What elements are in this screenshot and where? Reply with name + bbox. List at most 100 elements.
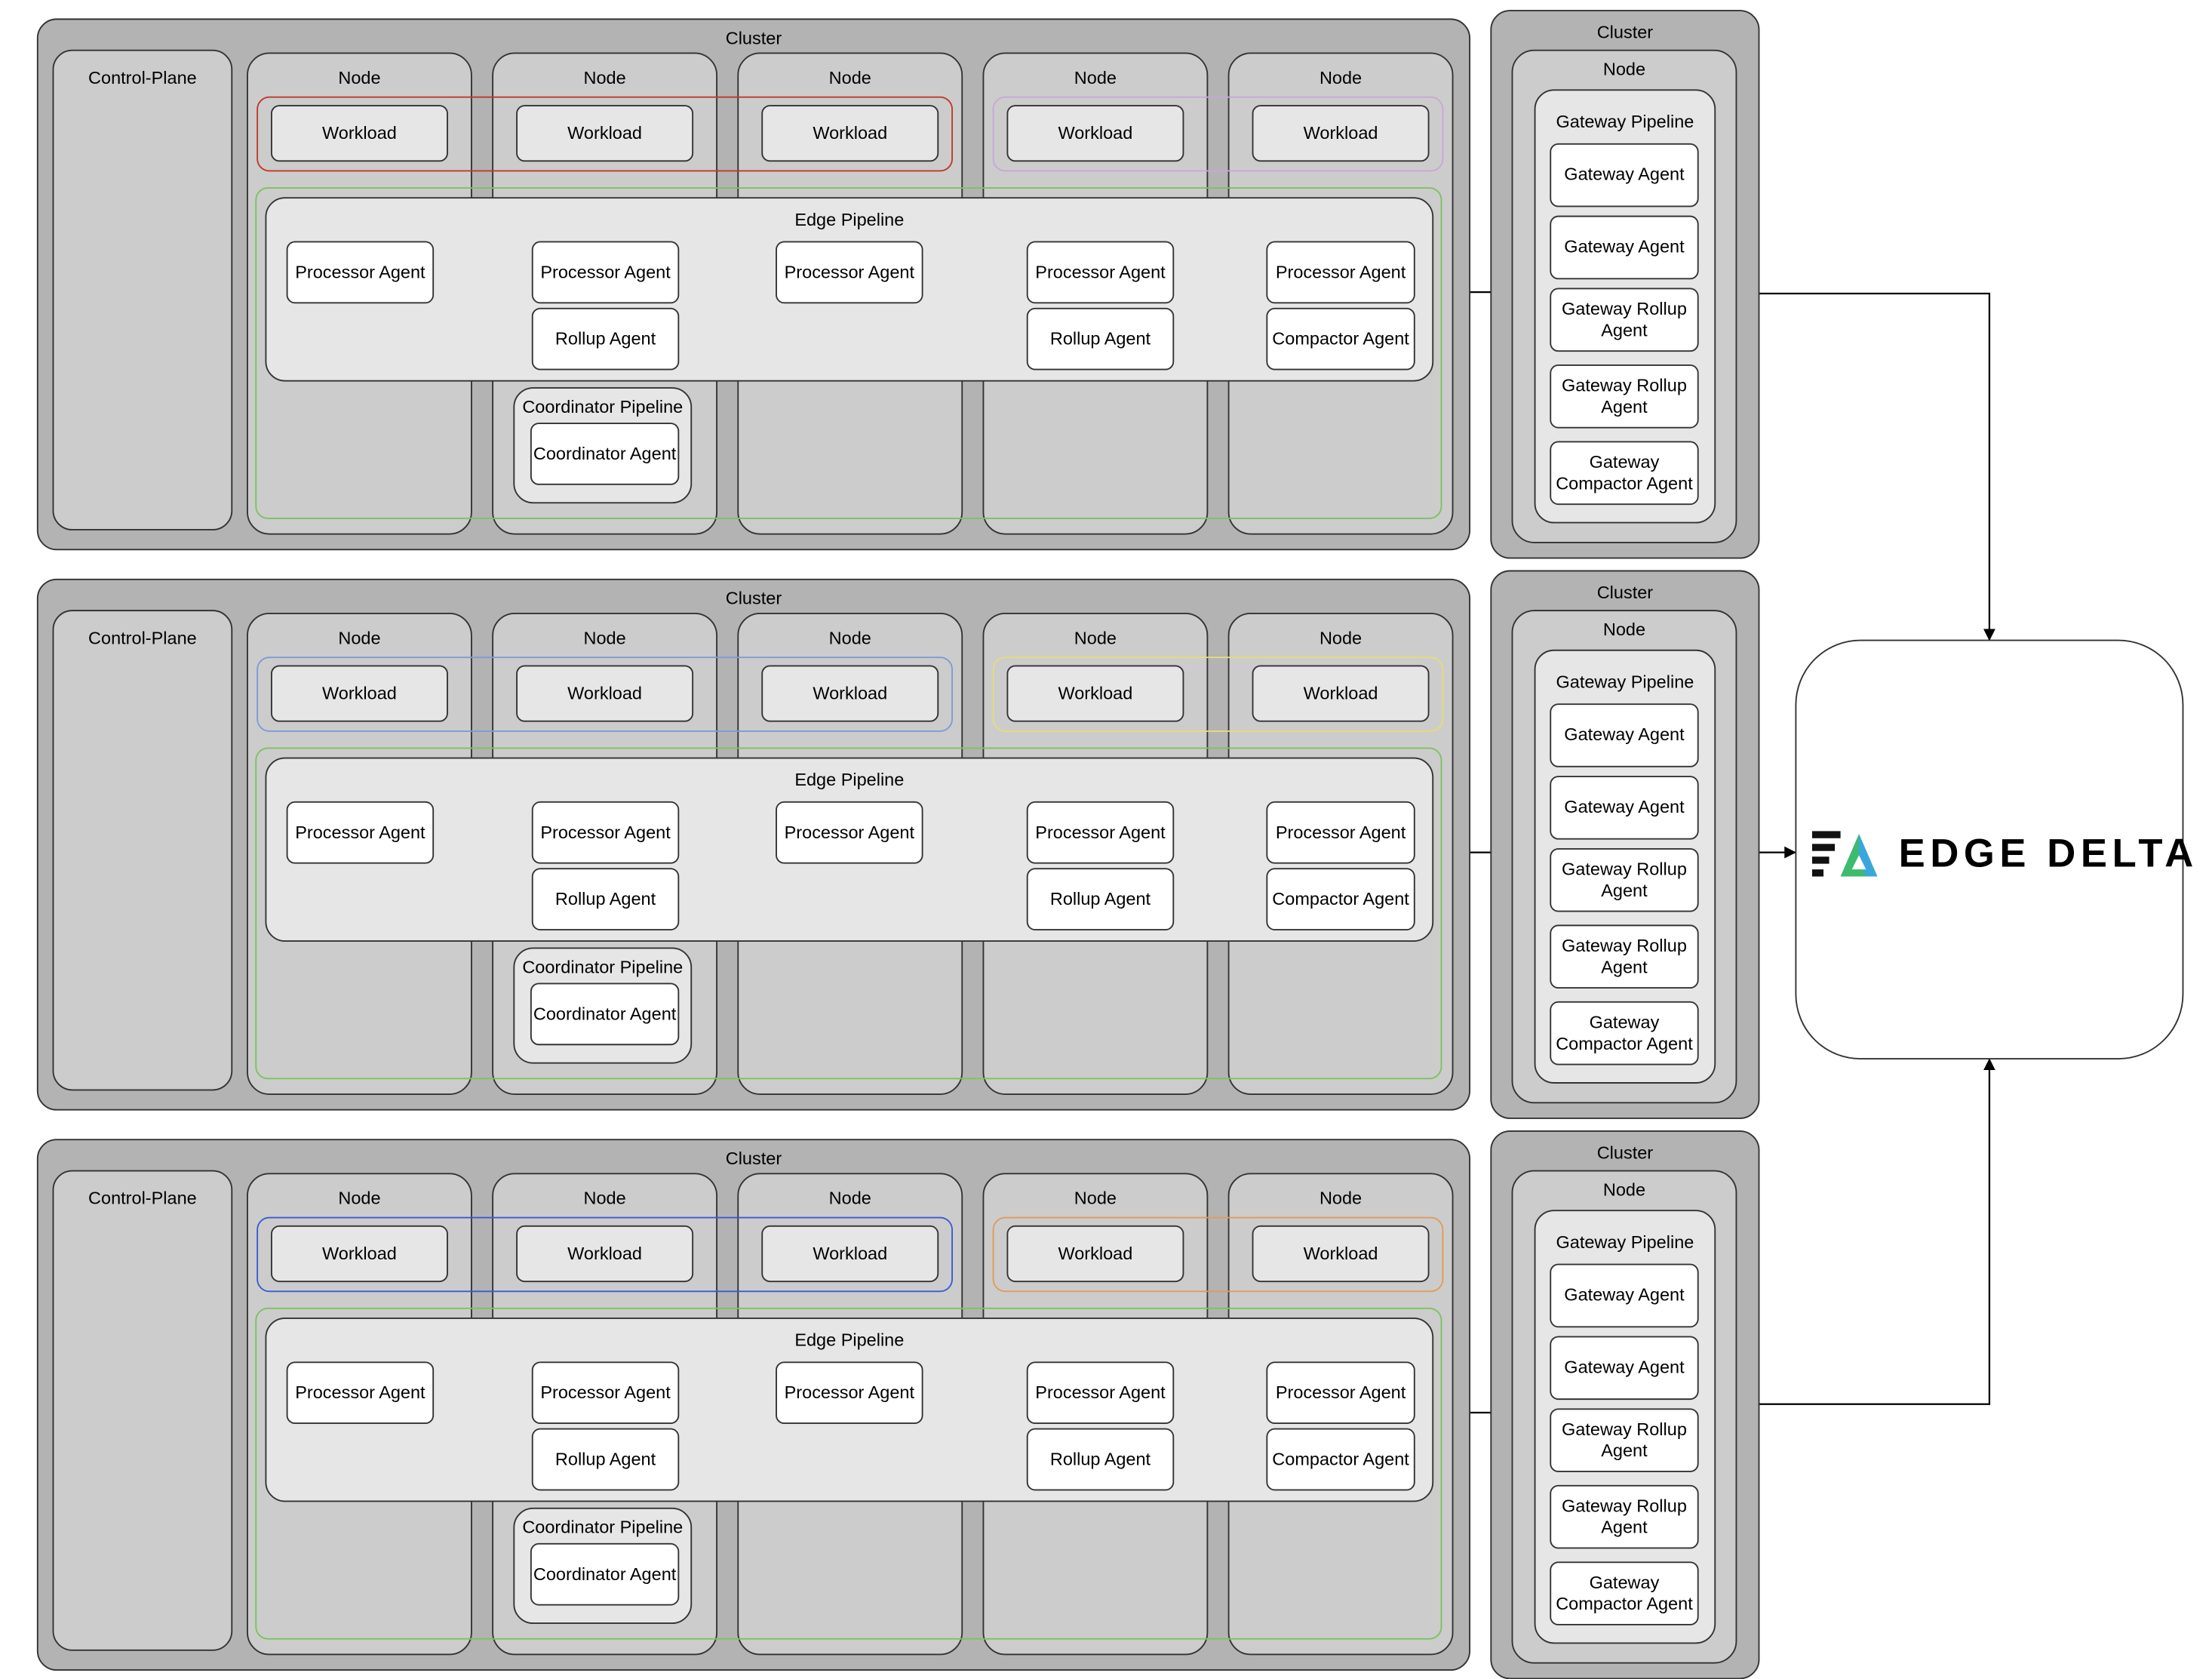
gateway-pipeline-label: Gateway Pipeline (1556, 672, 1694, 693)
coordinator-pipeline-label: Coordinator Pipeline (522, 1518, 684, 1538)
edge-pipeline-label: Edge Pipeline (794, 1330, 905, 1351)
workload: Workload (761, 105, 939, 162)
processor-agent: Processor Agent (776, 1361, 923, 1425)
gateway-node-label: Node (1602, 620, 1646, 640)
gateway-cluster-label: Cluster (1596, 1142, 1654, 1164)
workload: Workload (270, 1225, 448, 1283)
node-label: Node (1074, 628, 1117, 648)
coordinator-pipeline-label: Coordinator Pipeline (522, 957, 684, 977)
gateway-rollup-agent: Gateway Rollup Agent (1550, 1408, 1699, 1472)
processor-agent: Processor Agent (286, 1361, 435, 1425)
workload: Workload (1006, 1225, 1184, 1283)
workload-group-outline (257, 96, 954, 172)
control-plane-label: Control-Plane (88, 68, 197, 88)
gateway-rollup-agent: Gateway Rollup Agent (1550, 364, 1699, 429)
gateway-compactor-agent: Gateway Compactor Agent (1550, 441, 1699, 506)
node-label: Node (338, 68, 381, 88)
processor-agent: Processor Agent (1026, 1361, 1175, 1425)
edge-delta-logo-icon (1812, 831, 1878, 877)
edge-pipeline-label: Edge Pipeline (794, 210, 905, 230)
compactor-agent: Compactor Agent (1266, 868, 1415, 930)
workload-group-outline (992, 1216, 1444, 1293)
edge-pipeline-group-outline (255, 187, 1442, 519)
node-label: Node (828, 628, 871, 648)
processor-agent: Processor Agent (531, 241, 680, 304)
processor-agent: Processor Agent (531, 1361, 680, 1425)
gateway-agent: Gateway Agent (1550, 703, 1699, 767)
edge-pipeline-group-outline (255, 1307, 1442, 1640)
node-label: Node (338, 628, 381, 648)
control-plane: Control-Plane (52, 1170, 233, 1651)
gateway-compactor-agent: Gateway Compactor Agent (1550, 1561, 1699, 1625)
workload: Workload (270, 105, 448, 162)
coordinator-pipeline-label: Coordinator Pipeline (522, 397, 684, 417)
node-label: Node (1319, 68, 1363, 88)
gateway-rollup-agent: Gateway Rollup Agent (1550, 847, 1699, 912)
gateway-rollup-agent: Gateway Rollup Agent (1550, 1484, 1699, 1549)
gateway-rollup-agent: Gateway Rollup Agent (1550, 924, 1699, 989)
processor-agent: Processor Agent (286, 241, 435, 304)
rollup-agent: Rollup Agent (531, 868, 680, 930)
gateway-to-edge-delta-arrow (1716, 1058, 1995, 1405)
node-label: Node (1074, 1189, 1117, 1209)
processor-agent: Processor Agent (776, 241, 923, 304)
gateway-node-label: Node (1602, 1179, 1646, 1201)
processor-agent: Processor Agent (776, 801, 923, 864)
gateway-agent: Gateway Agent (1550, 776, 1699, 840)
rollup-agent: Rollup Agent (531, 307, 680, 371)
node-label: Node (338, 1189, 381, 1209)
node-label: Node (583, 1189, 626, 1209)
gateway-cluster-label: Cluster (1596, 23, 1654, 43)
cluster-label: Cluster (725, 588, 782, 609)
gateway-agent: Gateway Agent (1550, 143, 1699, 208)
workload: Workload (516, 1225, 694, 1283)
edge-pipeline-label: Edge Pipeline (794, 770, 905, 790)
node-label: Node (583, 68, 626, 88)
gateway-agent: Gateway Agent (1550, 1263, 1699, 1328)
workload: Workload (761, 1225, 939, 1283)
workload-group-outline (992, 657, 1444, 732)
processor-agent: Processor Agent (531, 801, 680, 864)
rollup-agent: Rollup Agent (1026, 868, 1175, 930)
workload: Workload (1252, 665, 1430, 722)
workload: Workload (1006, 105, 1184, 162)
node-label: Node (828, 68, 871, 88)
workload: Workload (1006, 665, 1184, 722)
edge-delta-card: EDGE DELTA (1795, 639, 2193, 1059)
node-label: Node (1319, 628, 1363, 648)
processor-agent: Processor Agent (286, 801, 435, 864)
coordinator-agent: Coordinator Agent (530, 982, 680, 1046)
rollup-agent: Rollup Agent (1026, 1428, 1175, 1491)
compactor-agent: Compactor Agent (1266, 307, 1415, 371)
processor-agent: Processor Agent (1026, 801, 1175, 864)
gateway-pipeline-label: Gateway Pipeline (1556, 112, 1694, 132)
gateway-rollup-agent: Gateway Rollup Agent (1550, 288, 1699, 352)
workload-group-outline (992, 96, 1444, 172)
rollup-agent: Rollup Agent (1026, 307, 1175, 371)
rollup-agent: Rollup Agent (531, 1428, 680, 1491)
control-plane-label: Control-Plane (88, 1189, 197, 1209)
control-plane-label: Control-Plane (88, 628, 197, 648)
workload: Workload (761, 665, 939, 722)
edge-pipeline-group-outline (255, 747, 1442, 1080)
gateway-agent: Gateway Agent (1550, 1336, 1699, 1401)
gateway-pipeline-label: Gateway Pipeline (1556, 1232, 1694, 1253)
gateway-cluster-label: Cluster (1596, 583, 1654, 603)
processor-agent: Processor Agent (1266, 1361, 1415, 1425)
cluster-label: Cluster (725, 28, 782, 48)
node-label: Node (1074, 68, 1117, 88)
workload: Workload (270, 665, 448, 722)
workload: Workload (516, 105, 694, 162)
coordinator-agent: Coordinator Agent (530, 1542, 680, 1606)
workload-group-outline (257, 657, 954, 732)
workload-group-outline (257, 1216, 954, 1293)
gateway-agent: Gateway Agent (1550, 215, 1699, 280)
node-label: Node (828, 1189, 871, 1209)
workload: Workload (1252, 105, 1430, 162)
gateway-to-edge-delta-arrow (1716, 292, 1995, 641)
node-label: Node (1319, 1189, 1363, 1209)
cluster-label: Cluster (725, 1149, 782, 1169)
workload: Workload (516, 665, 694, 722)
processor-agent: Processor Agent (1026, 241, 1175, 304)
